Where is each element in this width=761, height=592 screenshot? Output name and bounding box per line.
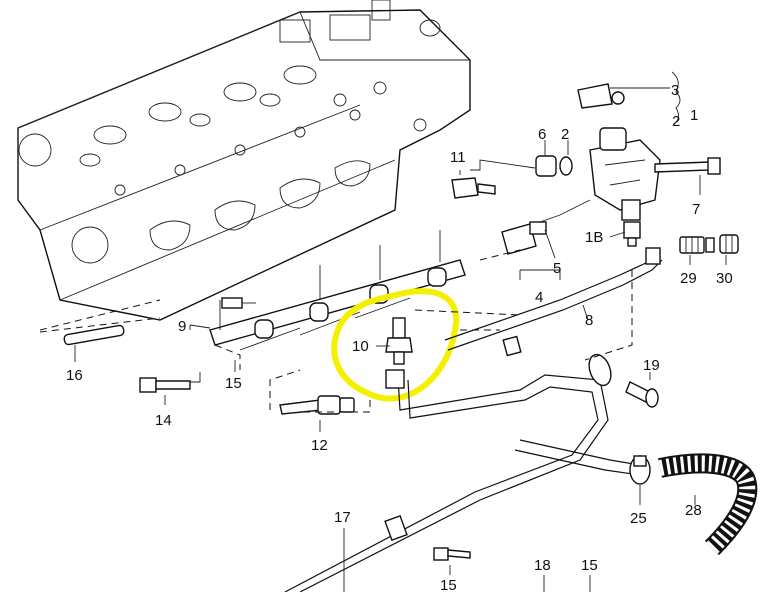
callout-4: 4 (535, 289, 543, 306)
callout-6: 6 (538, 126, 546, 143)
fuel-line-8 (444, 247, 663, 357)
callout-7: 7 (692, 201, 700, 218)
callout-5: 5 (553, 260, 561, 277)
callout-15: 15 (581, 557, 598, 574)
callout-8: 8 (585, 312, 593, 329)
bolt (139, 377, 191, 393)
callout-28: 28 (685, 502, 702, 519)
bolt (654, 157, 721, 175)
bolt (221, 297, 256, 309)
fuel-pump (589, 127, 661, 221)
callout-12: 12 (311, 437, 328, 454)
fuel-hose (658, 453, 758, 556)
callout-25: 25 (630, 510, 647, 527)
callout-3: 3 (671, 82, 679, 99)
callout-15: 15 (225, 375, 242, 392)
cap-nut (719, 234, 739, 254)
highlight-circle (331, 288, 460, 402)
union-fitting (679, 236, 715, 254)
sleeve (63, 324, 125, 346)
banjo-bolt (588, 353, 659, 408)
leader-lines (74, 71, 727, 592)
temperature-sender (451, 177, 496, 199)
callout-16: 16 (66, 367, 83, 384)
cylinder-head (17, 0, 471, 321)
pressure-sensor (385, 317, 413, 365)
callout-19: 19 (643, 357, 660, 374)
callout-14: 14 (155, 412, 172, 429)
injector (279, 395, 355, 415)
callout-11: 11 (450, 149, 466, 166)
union-fitting (623, 221, 641, 247)
bolt (433, 547, 471, 561)
callout-30: 30 (716, 270, 733, 287)
callout-1b: 1B (585, 229, 603, 246)
sensor (501, 221, 547, 255)
callout-9: 9 (178, 318, 186, 335)
callout-10: 10 (352, 338, 369, 355)
callout-29: 29 (680, 270, 697, 287)
callout-2: 2 (561, 126, 569, 143)
callout-labels: 1 1B 2 2 3 4 5 6 7 8 9 10 11 12 14 15 15… (66, 82, 733, 592)
dashed-guide-lines (39, 249, 633, 413)
callout-18: 18 (534, 557, 551, 574)
callout-2: 2 (672, 113, 680, 130)
callout-17: 17 (334, 509, 351, 526)
callout-15: 15 (440, 577, 457, 592)
callout-1: 1 (690, 107, 698, 124)
hose-clamp (629, 455, 651, 485)
o-ring (559, 156, 573, 176)
connector-plug (577, 83, 625, 109)
seal-cup (535, 155, 557, 177)
